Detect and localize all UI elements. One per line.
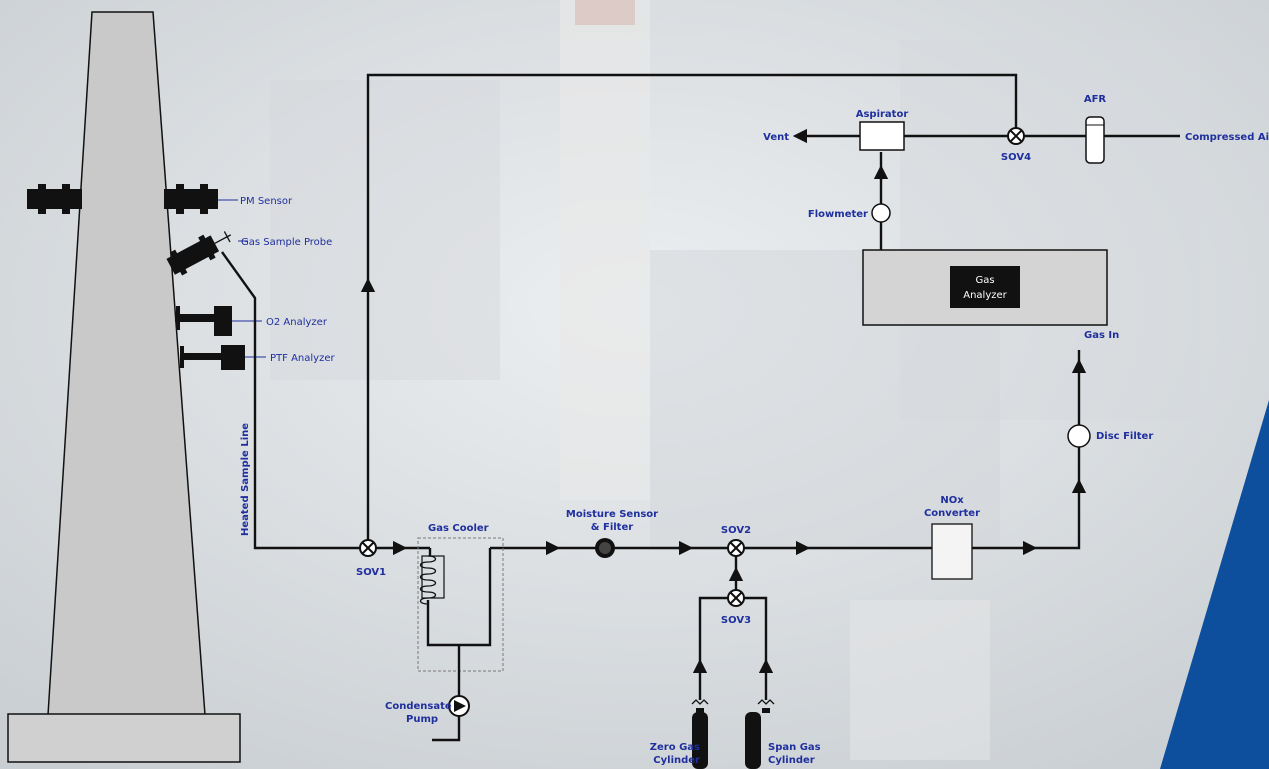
label-gas-in: Gas In <box>1084 330 1119 341</box>
label-moisture-sensor-1: Moisture Sensor <box>566 509 658 520</box>
label-o2-analyzer: O2 Analyzer <box>266 317 328 328</box>
aspirator <box>860 122 904 150</box>
label-nox-2: Converter <box>924 508 980 519</box>
label-heated-sample-line: Heated Sample Line <box>240 423 251 536</box>
label-compressed-air: Compressed Air <box>1185 132 1269 143</box>
afr-filter <box>1086 117 1104 163</box>
label-moisture-sensor-2: & Filter <box>591 522 633 533</box>
label-afr: AFR <box>1084 94 1107 105</box>
label-pm-sensor: PM Sensor <box>240 196 293 207</box>
label-span-gas-2: Cylinder <box>768 755 815 766</box>
sov2-valve[interactable] <box>728 540 744 556</box>
label-condensate-pump-1: Condensate <box>385 701 452 712</box>
label-condensate-pump-2: Pump <box>406 714 438 725</box>
sov1-valve[interactable] <box>360 540 376 556</box>
label-sov1: SOV1 <box>356 567 386 578</box>
moisture-sensor <box>595 538 615 558</box>
label-span-gas-1: Span Gas <box>768 742 821 753</box>
label-gas-cooler: Gas Cooler <box>428 523 489 534</box>
label-ptf-analyzer: PTF Analyzer <box>270 353 335 364</box>
label-gas-analyzer-2: Analyzer <box>963 290 1007 301</box>
sov3-valve[interactable] <box>728 590 744 606</box>
label-sov3: SOV3 <box>721 615 751 626</box>
sov4-valve[interactable] <box>1008 128 1024 144</box>
label-zero-gas-2: Cylinder <box>653 755 700 766</box>
label-zero-gas-1: Zero Gas <box>650 742 700 753</box>
label-gas-sample-probe: Gas Sample Probe <box>241 237 332 248</box>
disc-filter <box>1068 425 1090 447</box>
label-aspirator: Aspirator <box>856 109 909 120</box>
label-sov2: SOV2 <box>721 525 751 536</box>
gas-analyzer-enclosure <box>863 250 1107 325</box>
label-vent: Vent <box>763 132 789 143</box>
label-sov4: SOV4 <box>1001 152 1031 163</box>
nox-converter <box>932 524 972 579</box>
label-nox-1: NOx <box>940 495 964 506</box>
label-gas-analyzer-1: Gas <box>975 275 994 286</box>
label-flowmeter: Flowmeter <box>808 209 868 220</box>
label-disc-filter: Disc Filter <box>1096 431 1153 442</box>
